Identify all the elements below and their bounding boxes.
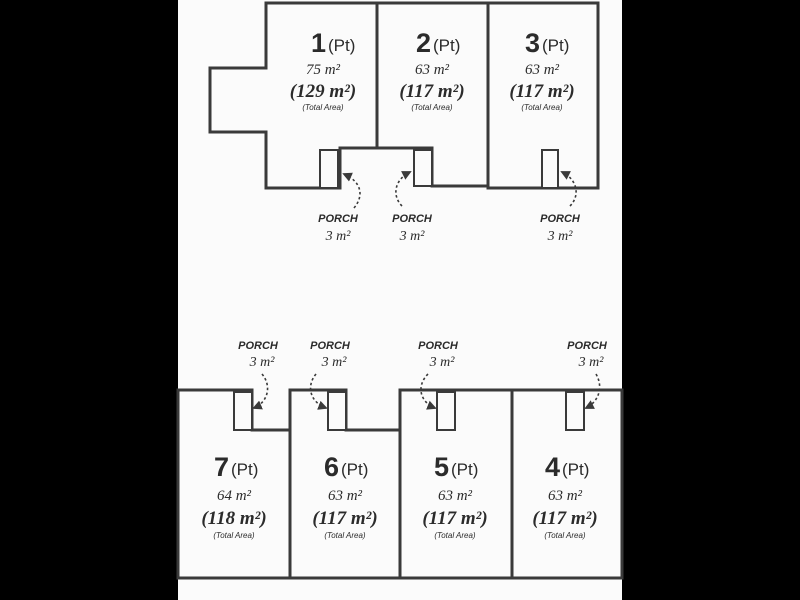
unit-total-label: (Total Area) (302, 103, 344, 112)
unit-type: (Pt) (451, 460, 478, 479)
porch-arrow (560, 171, 577, 207)
unit-total-area: (129 m²) (290, 81, 356, 102)
unit-total-label: (Total Area) (521, 103, 563, 112)
unit-total-label: (Total Area) (544, 531, 586, 540)
porch-label: PORCH (238, 340, 279, 352)
unit-type: (Pt) (433, 36, 460, 55)
porch-5-callout: PORCH 3 m² (418, 340, 459, 410)
porch-label: PORCH (392, 213, 433, 225)
unit-number: 5 (434, 452, 449, 482)
unit-area: 63 m² (438, 488, 473, 504)
porch-7-callout: PORCH 3 m² (238, 340, 279, 410)
unit-type: (Pt) (542, 36, 569, 55)
porch-arrow (584, 373, 601, 409)
porch-7-box (233, 391, 253, 431)
unit-1-label: 1 (Pt) 75 m² (129 m²) (Total Area) (290, 28, 356, 112)
porch-label: PORCH (318, 213, 359, 225)
unit-number: 3 (525, 28, 540, 58)
porch-label: PORCH (540, 213, 581, 225)
unit-type: (Pt) (562, 460, 589, 479)
bottom-block-outline (176, 388, 624, 580)
porch-area: 3 m² (399, 229, 426, 244)
unit-total-area: (117 m²) (422, 508, 487, 529)
unit-5-label: 5 (Pt) 63 m² (117 m²) (Total Area) (422, 452, 487, 540)
porch-4-callout: PORCH 3 m² (567, 340, 608, 409)
top-block (208, 1, 600, 190)
unit-total-area: (117 m²) (509, 81, 574, 102)
unit-number: 4 (545, 452, 560, 482)
unit-6-label: 6 (Pt) 63 m² (117 m²) (Total Area) (312, 452, 377, 540)
unit-7-label: 7 (Pt) 64 m² (118 m²) (Total Area) (201, 452, 266, 540)
porch-arrow (309, 373, 328, 410)
porch-area: 3 m² (429, 355, 456, 370)
porch-3-callout: PORCH 3 m² (540, 171, 581, 244)
unit-total-label: (Total Area) (411, 103, 453, 112)
porch-area: 3 m² (249, 355, 276, 370)
unit-area: 63 m² (548, 488, 583, 504)
porch-area: 3 m² (578, 355, 605, 370)
unit-area: 63 m² (328, 488, 363, 504)
unit-total-area: (117 m²) (399, 81, 464, 102)
porch-area: 3 m² (321, 355, 348, 370)
porch-label: PORCH (418, 340, 459, 352)
unit-total-label: (Total Area) (213, 531, 255, 540)
unit-number: 7 (214, 452, 229, 482)
unit-3-label: 3 (Pt) 63 m² (117 m²) (Total Area) (509, 28, 574, 112)
unit-total-label: (Total Area) (434, 531, 476, 540)
unit-area: 63 m² (415, 62, 450, 78)
unit-area: 75 m² (306, 62, 341, 78)
porch-label: PORCH (567, 340, 608, 352)
porch-area: 3 m² (325, 229, 352, 244)
bottom-block (176, 388, 624, 580)
unit-number: 1 (311, 28, 326, 58)
porch-2-callout: PORCH 3 m² (392, 171, 433, 244)
unit-area: 64 m² (217, 488, 252, 504)
unit-number: 6 (324, 452, 339, 482)
unit-number: 2 (416, 28, 431, 58)
porch-arrow (252, 373, 269, 410)
unit-area: 63 m² (525, 62, 560, 78)
porch-area: 3 m² (547, 229, 574, 244)
unit-total-area: (117 m²) (312, 508, 377, 529)
top-block-outline (208, 1, 600, 190)
unit-total-area: (117 m²) (532, 508, 597, 529)
porch-label: PORCH (310, 340, 351, 352)
porch-3-box (541, 149, 559, 189)
unit-type: (Pt) (328, 36, 355, 55)
porch-6-box (327, 391, 347, 431)
unit-total-label: (Total Area) (324, 531, 366, 540)
porch-1-box (319, 149, 339, 189)
porch-4-box (565, 391, 585, 431)
unit-2-label: 2 (Pt) 63 m² (117 m²) (Total Area) (399, 28, 464, 112)
unit-total-area: (118 m²) (201, 508, 266, 529)
porch-1-callout: PORCH 3 m² (318, 172, 361, 244)
porch-5-box (436, 391, 456, 431)
porch-6-callout: PORCH 3 m² (309, 340, 351, 410)
unit-type: (Pt) (231, 460, 258, 479)
porch-2-box (413, 149, 433, 187)
porch-arrow (420, 373, 437, 410)
unit-4-label: 4 (Pt) 63 m² (117 m²) (Total Area) (532, 452, 597, 540)
unit-type: (Pt) (341, 460, 368, 479)
porch-arrow (395, 171, 412, 207)
